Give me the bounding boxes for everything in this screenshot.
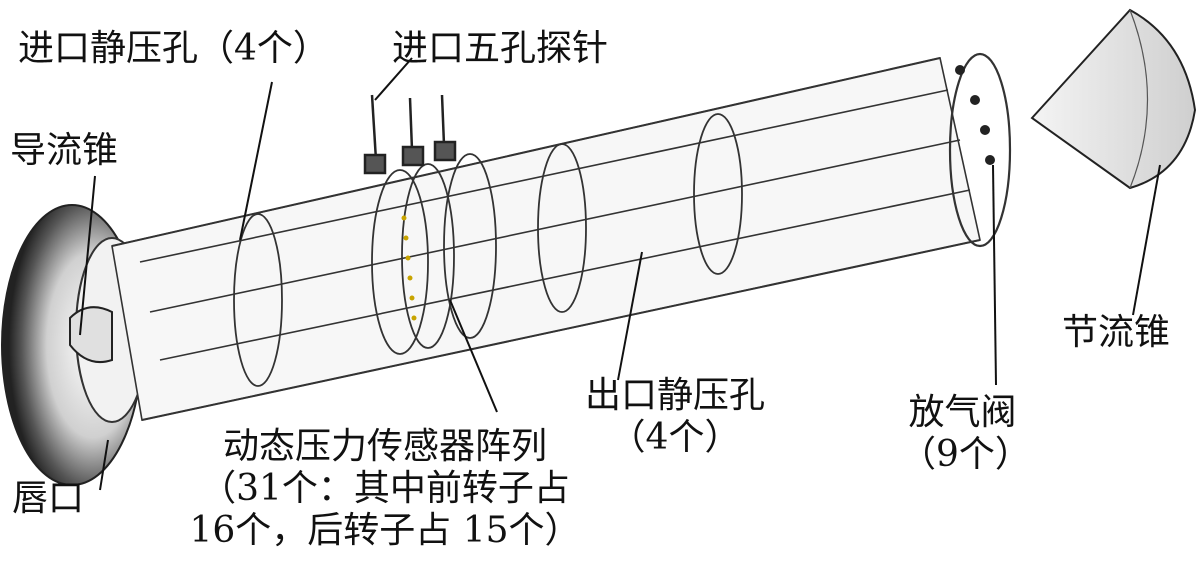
label-bleed-valve-line1: 放气阀 [908, 392, 1017, 433]
flange-rings [233, 52, 1012, 387]
label-guide-cone: 导流锥 [10, 130, 119, 171]
label-bleed-valve: 放气阀 （9个） [900, 392, 1031, 476]
label-dynamic-sensor-array: 动态压力传感器阵列 （31个：其中前转子占 16个，后转子占 15个） [175, 426, 595, 552]
label-dynamic-sensor-array-line2: （31个：其中前转子占 [200, 468, 570, 509]
label-inlet-five-hole-probe: 进口五孔探针 [392, 28, 609, 69]
label-outlet-static-holes-line2: （4个） [609, 417, 741, 458]
label-lip: 唇口 [12, 478, 85, 519]
label-inlet-static-holes: 进口静压孔（4个） [18, 28, 329, 69]
bleed-valves [955, 65, 995, 165]
label-throttle-cone: 节流锥 [1062, 312, 1171, 353]
leader-lines [79, 57, 1161, 491]
label-bleed-valve-line2: （9个） [900, 434, 1031, 475]
label-outlet-static-holes-line1: 出口静压孔 [584, 375, 765, 416]
label-dynamic-sensor-array-line3: 16个，后转子占 15个） [189, 510, 581, 551]
label-outlet-static-holes: 出口静压孔 （4个） [575, 375, 775, 459]
five-hole-probes [363, 94, 457, 175]
sensor-array-marks [401, 215, 417, 321]
label-dynamic-sensor-array-line1: 动态压力传感器阵列 [222, 426, 547, 467]
throttle-cone [1030, 8, 1197, 190]
